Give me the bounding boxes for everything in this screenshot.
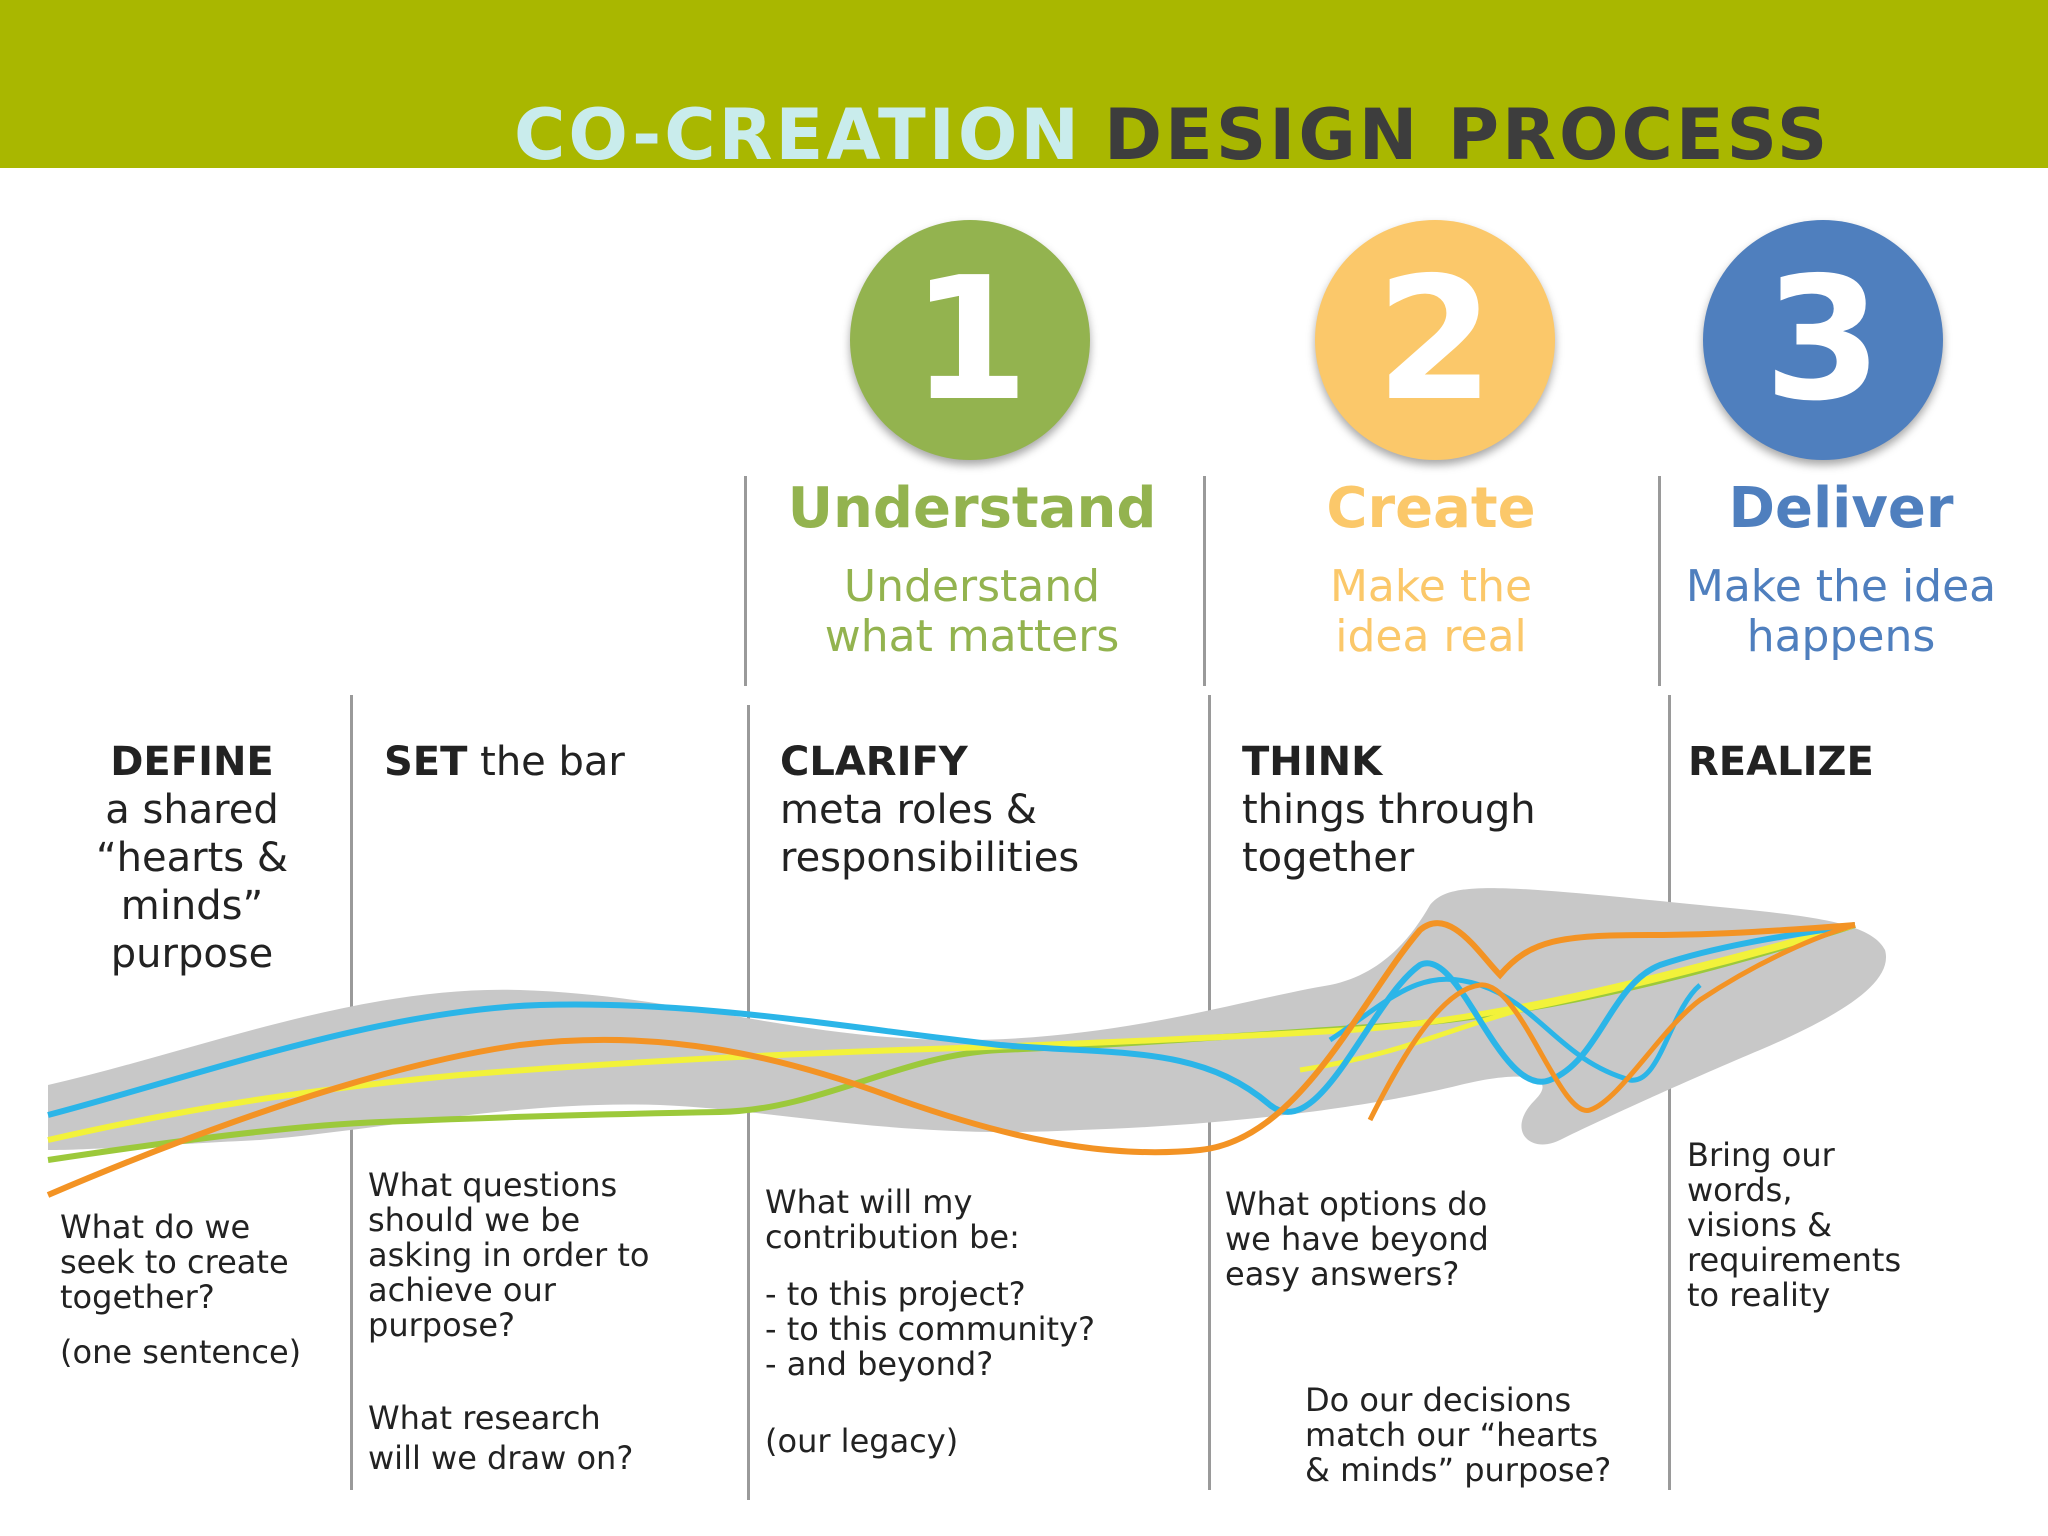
question-line: requirements [1687,1241,1902,1279]
phase-3-subtitle-line: Make the idea [1685,561,1997,612]
flow-line-yellow-2 [1299,922,1856,1073]
phase-1-subtitle-line: what matters [824,611,1120,662]
phase-3-subtitle: Make the idea happens [1626,562,2048,662]
phase-1-subtitle-line: Understand [843,561,1101,612]
question-note: (one sentence) [60,1333,302,1371]
question-list-item: - to this community? [765,1310,1096,1348]
step-clarify-line: meta roles & [780,787,1037,833]
question-line: easy answers? [1225,1255,1460,1293]
step-clarify-line: responsibilities [780,835,1080,881]
step-define-bold: DEFINE [110,739,274,785]
phase-3-title: Deliver [1728,476,1954,541]
flow-diagram [46,888,1887,1198]
question-line: visions & [1687,1206,1833,1244]
question-line: seek to create [60,1243,289,1281]
step-define-line: a shared [105,787,279,833]
step-think-questions: What options do we have beyond easy answ… [1225,1187,1489,1292]
phase-1-number: 1 [910,241,1030,439]
question-line: together? [60,1278,215,1316]
flow-line-orange [46,920,1856,1198]
question-line: achieve our [368,1271,556,1309]
title-part-2: DESIGN PROCESS [1103,94,1831,176]
question-line: & minds” purpose? [1305,1451,1612,1489]
step-realize-questions: Bring our words, visions & requirements … [1687,1138,1901,1313]
phase-1-title: Understand [787,476,1157,541]
question-list-item: - to this project? [765,1275,1026,1313]
question-line: What questions [368,1166,618,1204]
phase-divider [1658,476,1661,686]
step-clarify-bold: CLARIFY [780,739,968,785]
step-set-questions-2: What research will we draw on? [368,1398,633,1478]
phase-3-number-circle: 3 [1703,220,1943,460]
step-define-line: minds” [120,883,264,929]
phase-2-subtitle: Make the idea real [1216,562,1646,662]
phase-3-subtitle-line: happens [1746,611,1936,662]
question-line: What options do [1225,1185,1488,1223]
phase-2-title: Create [1326,476,1536,541]
question-line: Do our decisions [1305,1381,1572,1419]
step-think-line: things through [1242,787,1536,833]
step-realize-bold: REALIZE [1688,739,1874,785]
question-line: will we draw on? [368,1439,634,1477]
question-line: we have beyond [1225,1220,1489,1258]
question-line: purpose? [368,1306,515,1344]
phase-1-number-circle: 1 [850,220,1090,460]
phase-2-number-circle: 2 [1315,220,1555,460]
phase-divider [744,476,747,686]
question-list-item: - and beyond? [765,1345,994,1383]
flow-line-orange-2 [1367,922,1856,1122]
question-line: What will my [765,1183,973,1221]
step-think-heading: THINK things through together [1242,738,1536,882]
step-divider [1668,695,1671,1490]
phase-2-subtitle-line: Make the [1329,561,1533,612]
step-set-heading: SET the bar [384,738,625,786]
step-think-questions-2: Do our decisions match our “hearts & min… [1305,1383,1611,1488]
question-line: What research [368,1399,601,1437]
step-think-line: together [1242,835,1415,881]
step-define-line: purpose [110,931,274,977]
flow-band [48,888,1887,1150]
step-define-line: “hearts & [95,835,289,881]
step-set-line: the bar [480,739,625,785]
phase-divider [1203,476,1206,686]
question-line: What do we [60,1208,251,1246]
phase-1-subtitle: Understand what matters [757,562,1187,662]
question-line: Bring our [1687,1136,1835,1174]
phase-3-number: 3 [1763,241,1883,439]
flow-line-blue-2 [1328,976,1702,1083]
phase-2-number: 2 [1375,241,1495,439]
question-line: contribution be: [765,1218,1020,1256]
step-define-questions: What do we seek to create together? (one… [60,1210,301,1370]
step-realize-heading: REALIZE [1688,738,1874,786]
title-part-1: CO-CREATION [514,94,1082,176]
question-line: match our “hearts [1305,1416,1599,1454]
question-line: to reality [1687,1276,1831,1314]
step-clarify-heading: CLARIFY meta roles & responsibilities [780,738,1079,882]
step-set-bold: SET [384,739,468,785]
step-set-questions: What questions should we be asking in or… [368,1168,649,1343]
question-line: words, [1687,1171,1793,1209]
step-clarify-questions: What will my contribution be: - to this … [765,1185,1095,1459]
flow-line-blue [47,922,1856,1118]
question-line: asking in order to [368,1236,650,1274]
step-think-bold: THINK [1242,739,1383,785]
step-define-heading: DEFINE a shared “hearts & minds” purpose [92,738,292,978]
question-line: should we be [368,1201,581,1239]
phase-2-subtitle-line: idea real [1335,611,1527,662]
question-note: (our legacy) [765,1422,959,1460]
